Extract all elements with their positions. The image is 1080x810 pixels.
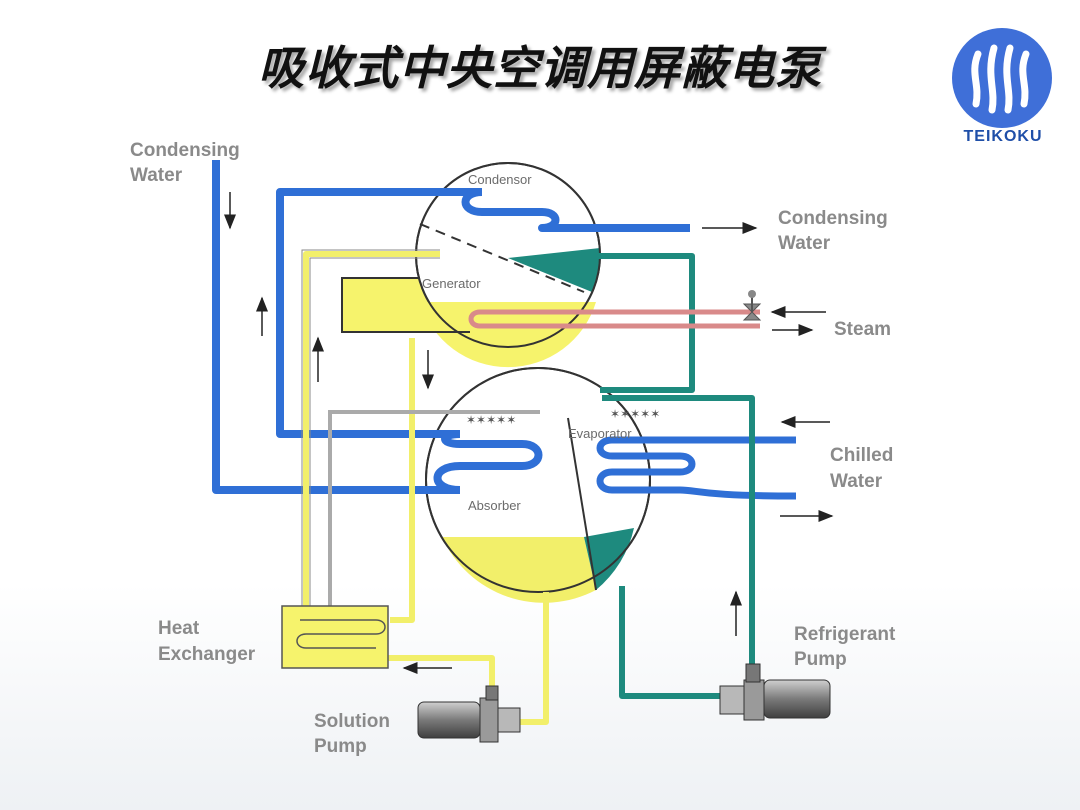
label-heat-exchanger-line2: Exchanger: [158, 644, 256, 665]
absorber-spray-line: [328, 410, 540, 608]
steam-valve-icon: [742, 290, 762, 321]
page-title: 吸收式中央空调用屏蔽电泵: [258, 41, 822, 95]
svg-text:✶✶✶✶✶: ✶✶✶✶✶: [466, 413, 516, 427]
solution-pipe-outline: [301, 249, 440, 648]
heat-exchanger: [281, 605, 389, 669]
svg-text:✶✶✶✶✶: ✶✶✶✶✶: [610, 407, 660, 421]
label-condensing-water-in-line2: Water: [130, 165, 183, 186]
steam-pipe: [468, 309, 760, 329]
chilled-water-pipe: [596, 436, 797, 500]
label-chilled-water-line2: Water: [830, 471, 883, 492]
label-condensing-water-in-line1: Condensing: [130, 140, 240, 161]
label-refrigerant-pump-line1: Refrigerant: [794, 624, 896, 645]
label-solution-pump-line2: Pump: [314, 736, 367, 757]
label-generator: Generator: [422, 276, 481, 291]
label-condensing-water-out-line2: Water: [778, 233, 831, 254]
absorber-evaporator-vessel: ✶✶✶✶✶ ✶✶✶✶✶: [425, 367, 660, 603]
condensing-water-pipe: [212, 160, 690, 494]
label-solution-pump-line1: Solution: [314, 711, 390, 732]
label-refrigerant-pump-line2: Pump: [794, 649, 847, 670]
generator-condensor-vessel: [341, 162, 601, 368]
refrigerant-pump-icon: [719, 663, 831, 721]
label-absorber: Absorber: [468, 498, 521, 513]
teikoku-logo-icon: [952, 28, 1052, 128]
label-evaporator: Evaporator: [568, 426, 632, 441]
logo-text: TEIKOKU: [963, 128, 1043, 145]
refrigerant-pipe: [596, 253, 755, 699]
label-condensor: Condensor: [468, 172, 532, 187]
label-steam: Steam: [834, 319, 891, 340]
solution-pump-icon: [417, 685, 521, 743]
flow-arrows: [224, 192, 834, 674]
label-chilled-water-line1: Chilled: [830, 445, 893, 466]
label-condensing-water-out-line1: Condensing: [778, 208, 888, 229]
label-heat-exchanger-line1: Heat: [158, 618, 200, 639]
